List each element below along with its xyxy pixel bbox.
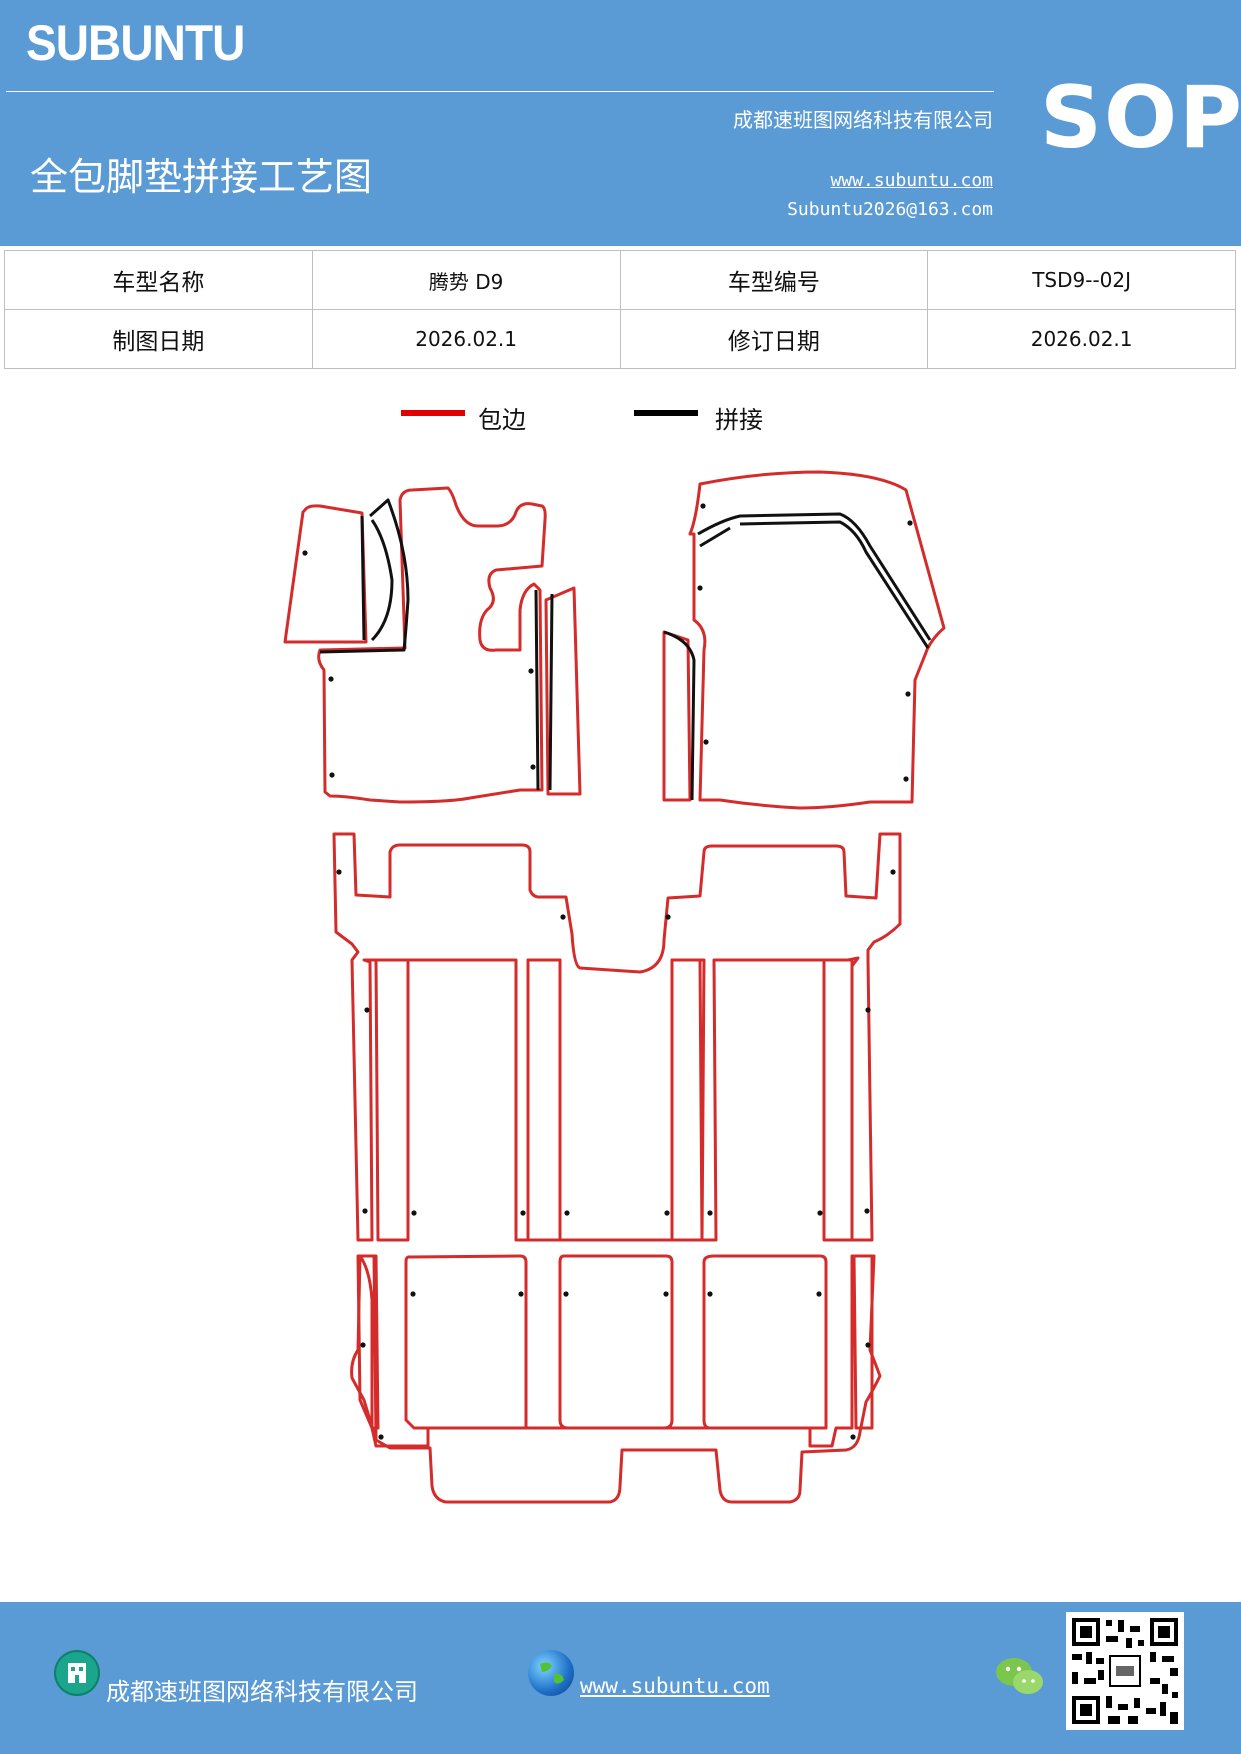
fastener-dot — [817, 1210, 823, 1216]
draw-date-value: 2026.02.1 — [311, 309, 621, 369]
lower-panel-2 — [558, 1254, 674, 1430]
fastener-dot — [905, 691, 911, 697]
fastener-dot — [697, 585, 703, 591]
fastener-dot — [903, 776, 909, 782]
fastener-dot — [518, 1291, 524, 1297]
fastener-dot — [707, 1291, 713, 1297]
mid-strip-3 — [670, 958, 706, 1242]
fastener-dot — [663, 1291, 669, 1297]
mid-strip-4 — [822, 958, 854, 1242]
fastener-dot — [328, 676, 334, 682]
edge-legend-swatch — [401, 410, 465, 416]
fastener-dot — [528, 668, 534, 674]
fastener-dot — [336, 869, 342, 875]
splice-line-fr-1 — [663, 630, 696, 801]
fastener-dot — [362, 1208, 368, 1214]
edge-legend-label: 包边 — [478, 406, 526, 434]
fastener-dot — [865, 1342, 871, 1348]
wechat-icon[interactable] — [994, 1654, 1046, 1698]
fastener-dot — [707, 1210, 713, 1216]
fastener-dot — [564, 1210, 570, 1216]
fastener-dot — [864, 1208, 870, 1214]
company-name: 成都速班图网络科技有限公司 — [733, 108, 993, 132]
mid-strip-2 — [526, 958, 562, 1242]
footer-website-link[interactable]: www.subuntu.com — [580, 1674, 770, 1698]
fastener-dot — [700, 503, 706, 509]
model-code-label: 车型编号 — [619, 250, 929, 310]
rear-left-strip — [356, 1254, 380, 1430]
splice-legend-label: 拼接 — [715, 406, 763, 434]
rear-mat — [350, 1254, 882, 1504]
fastener-dot — [530, 764, 536, 770]
rear-right-strip — [852, 1254, 874, 1430]
front-left-outer-pad — [283, 504, 368, 644]
front-left-main-mat — [317, 486, 547, 804]
sop-badge: SOP — [1040, 68, 1241, 168]
splice-line-fl-2 — [319, 498, 410, 654]
model-name-value: 腾势 D9 — [311, 250, 621, 310]
front-right-main-mat — [688, 470, 946, 810]
fastener-dot — [850, 1434, 856, 1440]
fastener-dot — [378, 1434, 384, 1440]
splice-line-fr-2 — [697, 512, 932, 641]
globe-icon — [528, 1650, 574, 1696]
splice-legend-swatch — [634, 410, 698, 416]
revise-date-label: 修订日期 — [619, 309, 929, 369]
splice-line-fl-5 — [534, 589, 540, 791]
fastener-dot — [907, 520, 913, 526]
website-link[interactable]: www.subuntu.com — [830, 170, 993, 191]
brand-logo: SUBUNTU — [26, 15, 245, 71]
page-title: 全包脚垫拼接工艺图 — [30, 155, 373, 199]
fastener-dot — [664, 1210, 670, 1216]
footer-company-name: 成都速班图网络科技有限公司 — [106, 1678, 418, 1706]
fastener-dot — [411, 1210, 417, 1216]
legend: 包边 拼接 — [0, 400, 1241, 440]
front-right-side-strip — [662, 630, 692, 802]
fastener-dot — [364, 1007, 370, 1013]
model-name-label: 车型名称 — [4, 250, 313, 310]
table-row: 制图日期 2026.02.1 修订日期 2026.02.1 — [4, 309, 1236, 369]
info-table: 车型名称 腾势 D9 车型编号 TSD9--02J 制图日期 2026.02.1… — [4, 250, 1236, 369]
lower-panel-1 — [404, 1254, 528, 1430]
fastener-dot — [410, 1291, 416, 1297]
fastener-dot — [560, 914, 566, 920]
revise-date-value: 2026.02.1 — [927, 309, 1236, 369]
fastener-dot — [563, 1291, 569, 1297]
building-icon — [54, 1650, 100, 1696]
lower-panel-3 — [702, 1254, 828, 1430]
header-banner: SUBUNTU 成都速班图网络科技有限公司 全包脚垫拼接工艺图 www.subu… — [0, 0, 1241, 246]
fastener-dot — [816, 1291, 822, 1297]
draw-date-label: 制图日期 — [4, 309, 313, 369]
middle-crossbar — [332, 832, 902, 1242]
fastener-dot — [520, 1210, 526, 1216]
splice-line-fl-1 — [360, 515, 366, 641]
mid-strip-1 — [374, 958, 410, 1242]
header-divider — [6, 91, 994, 92]
splice-line-fl-3 — [370, 519, 394, 642]
footer-banner: 成都速班图网络科技有限公司 www.subuntu.com — [0, 1602, 1241, 1754]
splice-line-fr-3 — [739, 520, 930, 649]
splice-line-fl-4 — [548, 593, 554, 791]
table-row: 车型名称 腾势 D9 车型编号 TSD9--02J — [4, 250, 1236, 310]
email-address: Subuntu2026@163.com — [787, 199, 993, 220]
splice-line-fr-4 — [699, 526, 731, 548]
fastener-dot — [865, 1007, 871, 1013]
fastener-dot — [329, 772, 335, 778]
fastener-dot — [665, 914, 671, 920]
front-left-strip — [544, 586, 582, 796]
fastener-dot — [360, 1342, 366, 1348]
qr-code-icon — [1066, 1612, 1184, 1730]
fastener-dot — [890, 869, 896, 875]
model-code-value: TSD9--02J — [927, 250, 1236, 310]
fastener-dot — [703, 739, 709, 745]
fastener-dot — [302, 550, 308, 556]
